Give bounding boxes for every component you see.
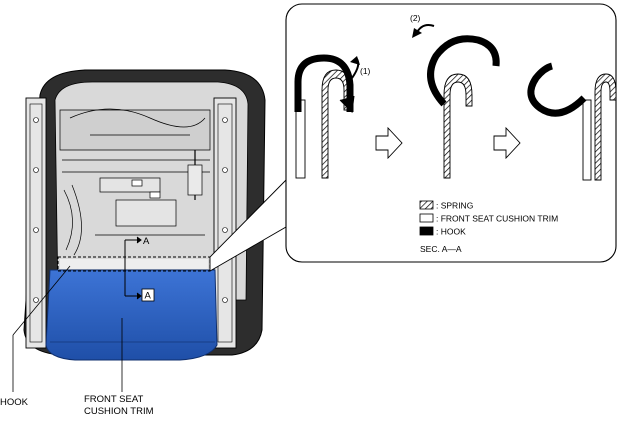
trim-label-line2: CUSHION TRIM: [84, 406, 154, 417]
step1-figure: (1): [294, 54, 371, 179]
callout-leaders: [12, 265, 123, 392]
legend: : SPRING : FRONT SEAT CUSHION TRIM : HOO…: [419, 200, 558, 254]
section-marker-bottom-box: [141, 288, 155, 302]
right-side-rail: [213, 97, 237, 349]
legend-hook-text: : HOOK: [436, 227, 466, 237]
legend-trim-text: : FRONT SEAT CUSHION TRIM: [436, 214, 558, 224]
detail-panel: (1) (2) : SPRING : FRONT SEAT CUSHION TR…: [285, 3, 617, 263]
legend-spring-text: : SPRING: [436, 201, 473, 211]
next-arrow-2: [493, 126, 521, 160]
trim-label-line1: FRONT SEAT: [84, 394, 143, 405]
section-marker-top: A: [143, 236, 150, 247]
step3-figure: [527, 62, 617, 181]
left-side-rail: [25, 97, 47, 349]
hook-strip: [60, 259, 208, 269]
front-seat-cushion-trim: [45, 269, 218, 361]
seat-frame: A A: [23, 69, 266, 361]
section-marker-bottom: A: [145, 291, 152, 302]
step2-label: (2): [410, 13, 421, 23]
legend-trim-swatch: [419, 213, 434, 223]
step1-label: (1): [360, 66, 371, 76]
next-arrow-1: [375, 126, 403, 160]
legend-spring-swatch: [419, 200, 434, 210]
legend-hook-swatch: [419, 226, 434, 236]
frame-details: [59, 108, 211, 256]
hook-region-outline: [57, 256, 211, 272]
section-caption: SEC. A—A: [420, 244, 462, 254]
section-cut-line: [124, 236, 142, 300]
step2-figure: (2): [410, 13, 500, 179]
hook-label: HOOK: [0, 397, 29, 408]
detail-panel-frame: [285, 3, 617, 263]
